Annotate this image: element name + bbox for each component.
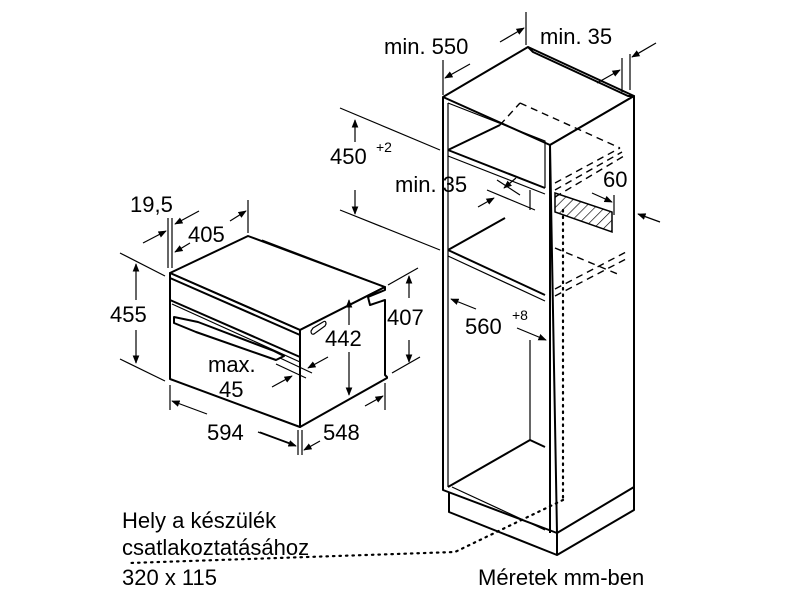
dim-niche-height-tolerance: +2 (376, 139, 392, 155)
ventilation-slot (554, 191, 613, 234)
dim-width: 594 (207, 420, 244, 445)
connection-note-line-2: csatlakoztatásához (122, 535, 309, 560)
connection-note-line-1: Hely a készülék (122, 508, 277, 533)
oven-front (169, 272, 301, 428)
dim-body-height: 442 (325, 326, 362, 351)
dim-niche-height: 450 (330, 144, 367, 169)
cabinet-dimensions: min. 550 min. 35 450 +2 min. 35 60 560 +… (330, 12, 661, 341)
cabinet-drawing (128, 46, 635, 565)
oven-side (299, 286, 388, 428)
dim-shelf-gap: min. 35 (395, 172, 467, 197)
dim-cabinet-depth: min. 550 (384, 34, 468, 59)
dim-body-depth: 405 (188, 222, 225, 247)
dim-panel-offset: 19,5 (130, 192, 173, 217)
oven-drawing (169, 235, 388, 428)
notes: Hely a készülék csatlakoztatásához 320 x… (122, 508, 644, 590)
dim-niche-width-tolerance: +8 (512, 307, 528, 323)
dim-total-height: 455 (110, 302, 147, 327)
dim-door-gap-value: 45 (219, 377, 243, 402)
dim-rear-height: 407 (387, 305, 424, 330)
dim-rear-gap: min. 35 (540, 24, 612, 49)
oven-dimensions: 19,5 405 455 442 407 max. 45 594 (110, 192, 424, 455)
dim-vent-depth: 60 (603, 167, 627, 192)
units-note: Méretek mm-ben (478, 565, 644, 590)
dim-niche-width: 560 (465, 314, 502, 339)
dim-depth: 548 (323, 420, 360, 445)
dim-door-gap-label: max. (208, 352, 256, 377)
connection-size: 320 x 115 (122, 565, 217, 590)
